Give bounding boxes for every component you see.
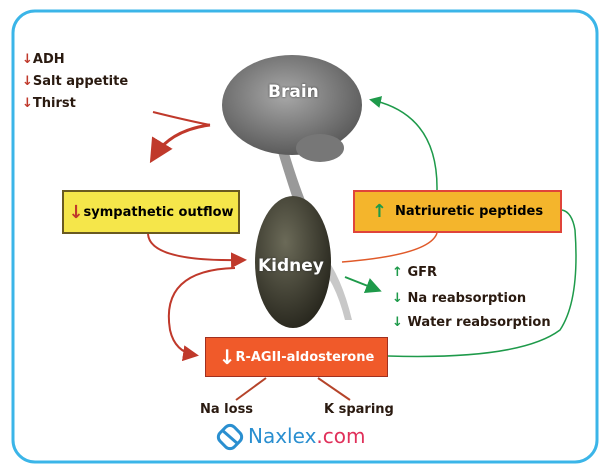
arrow-natriuretic-to-brain: [369, 96, 438, 191]
label: sympathetic outflow: [83, 204, 234, 220]
line-k-sparing: [317, 377, 351, 401]
label: Water reabsorption: [407, 315, 551, 330]
down-arrow-icon: ↓: [392, 291, 403, 306]
label: Thirst: [32, 96, 76, 111]
arrow-brain-to-sympathetic: [149, 123, 211, 164]
watermark-name: Naxlex: [248, 424, 317, 448]
up-arrow-icon: ↑: [392, 265, 403, 280]
kidney-effect-na: ↓ Na reabsorption: [392, 291, 526, 306]
raas-box: ↓R-AGII-aldosterone: [205, 337, 388, 377]
down-arrow-icon: ↓: [22, 96, 33, 111]
arrow-raas-to-natriuretic: [387, 209, 577, 358]
down-arrow-icon: ↓: [22, 74, 33, 89]
brain-effect-thirst: ↓Thirst: [22, 96, 76, 111]
down-arrow-icon: ↓: [68, 201, 84, 223]
kidney-image: [255, 196, 331, 328]
down-arrow-icon: ↓: [218, 345, 236, 369]
cerebellum: [296, 134, 344, 162]
arrow-kidney-to-natriuretic: [341, 232, 438, 263]
label: ADH: [32, 52, 65, 67]
kidney-effect-gfr: ↑ GFR: [392, 265, 437, 280]
watermark-tld: .com: [316, 424, 366, 448]
brain-effect-salt: ↓Salt appetite: [22, 74, 128, 89]
kidney-label: Kidney: [258, 256, 324, 276]
label: GFR: [407, 265, 437, 280]
arrow-sympathetic-to-kidney: [147, 233, 247, 269]
naxlex-logo-icon: [216, 423, 244, 451]
label: Salt appetite: [32, 74, 129, 89]
label: R-AGII-aldosterone: [235, 349, 375, 365]
arrow-brain-effects: [152, 111, 211, 126]
na-loss-label: Na loss: [200, 402, 254, 417]
kidney-effect-water: ↓ Water reabsorption: [392, 315, 551, 330]
k-sparing-label: K sparing: [324, 402, 394, 417]
arrow-kidney-to-raas: [167, 267, 236, 362]
label: Natriuretic peptides: [395, 204, 544, 219]
arrow-kidney-to-gfr: [344, 276, 382, 294]
brain-image: [222, 55, 362, 155]
up-arrow-icon: ↑: [371, 201, 387, 222]
frame-border: [11, 9, 599, 464]
down-arrow-icon: ↓: [392, 315, 403, 330]
brain-label: Brain: [268, 82, 319, 102]
natriuretic-peptides-box: ↑ Natriuretic peptides: [353, 190, 562, 233]
brain-effect-adh: ↓ADH: [22, 52, 65, 67]
sympathetic-outflow-box: ↓sympathetic outflow: [62, 190, 240, 234]
line-na-loss: [235, 377, 267, 401]
down-arrow-icon: ↓: [22, 52, 33, 67]
naxlex-watermark: Naxlex.com: [248, 424, 365, 448]
label: Na reabsorption: [407, 291, 527, 306]
